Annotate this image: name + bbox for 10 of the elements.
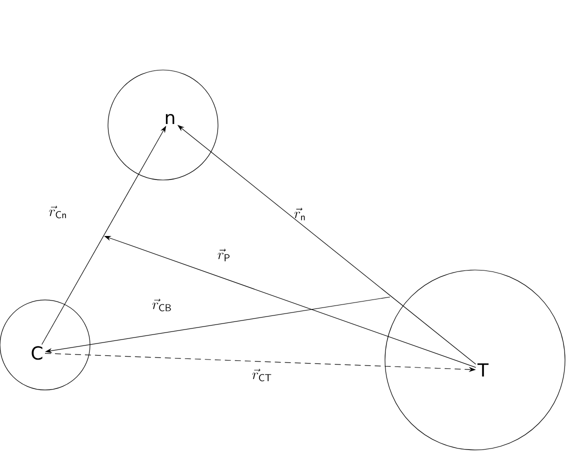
- edge-label: $\vec{r}_{\mathsf{CB}}$: [152, 298, 171, 312]
- point-label: C: [32, 346, 42, 360]
- edge-label: $\vec{r}_{\mathsf{n}}$: [294, 208, 305, 220]
- circle: [108, 70, 218, 180]
- edge-label: $\vec{r}_{\mathsf{Cn}}$: [49, 206, 66, 218]
- edge-label: $\vec{r}_{\mathsf{CT}}$: [252, 368, 272, 382]
- edge-label: $\vec{r}_{\mathsf{P}}$: [218, 248, 230, 262]
- circle: [384, 270, 566, 450]
- point-label: T: [477, 363, 489, 377]
- point-label: n: [166, 114, 174, 124]
